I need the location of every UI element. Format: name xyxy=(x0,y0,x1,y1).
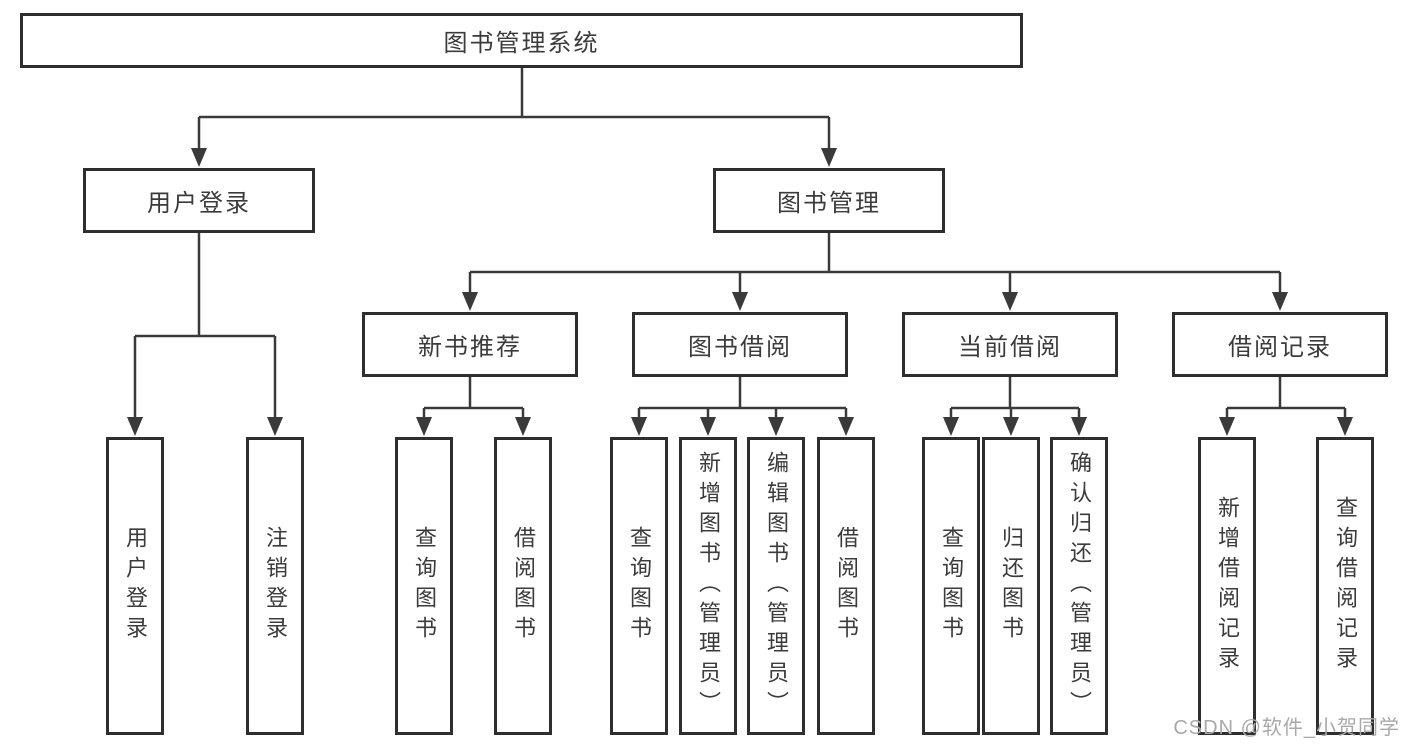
connector-lines xyxy=(133,68,1347,420)
node-leaf-query-borrow-record: 查询借阅记录 xyxy=(1316,437,1374,735)
node-leaf-add-borrow-record: 新增借阅记录 xyxy=(1198,437,1256,735)
connector-root-to-level2 xyxy=(197,68,831,150)
connector-bookborrow-to-leaves xyxy=(637,377,848,420)
node-leaf-add-books-admin: 新增图书（管理员） xyxy=(679,437,737,735)
node-borrow-records: 借阅记录 xyxy=(1172,312,1388,377)
connector-currentborrow-to-leaves xyxy=(949,377,1081,420)
node-leaf-confirm-return-admin: 确认归还（管理员） xyxy=(1050,437,1108,735)
node-leaf-edit-books-admin: 编辑图书（管理员） xyxy=(747,437,805,735)
node-new-book-recommend: 新书推荐 xyxy=(362,312,578,377)
connector-newbook-to-leaves xyxy=(422,377,525,420)
node-leaf-query-books-recommend: 查询图书 xyxy=(395,437,453,735)
connector-records-to-leaves xyxy=(1225,377,1347,420)
node-book-management: 图书管理 xyxy=(713,168,945,233)
node-leaf-user-login: 用户登录 xyxy=(106,437,164,735)
node-book-borrow: 图书借阅 xyxy=(632,312,848,377)
node-leaf-borrow-books-recommend: 借阅图书 xyxy=(494,437,552,735)
node-leaf-borrow-books: 借阅图书 xyxy=(817,437,875,735)
node-leaf-query-books-borrow: 查询图书 xyxy=(610,437,668,735)
node-user-login: 用户登录 xyxy=(83,168,315,233)
watermark-text: CSDN @软件_小贺同学 xyxy=(1173,717,1400,739)
node-leaf-return-books: 归还图书 xyxy=(982,437,1040,735)
node-current-borrow: 当前借阅 xyxy=(902,312,1118,377)
node-leaf-logout: 注销登录 xyxy=(246,437,304,735)
connector-userlogin-to-leaves xyxy=(133,233,277,420)
node-library-management-system: 图书管理系统 xyxy=(20,13,1023,68)
node-leaf-query-books-current: 查询图书 xyxy=(922,437,980,735)
connector-bookmgmt-to-level3 xyxy=(468,233,1282,294)
